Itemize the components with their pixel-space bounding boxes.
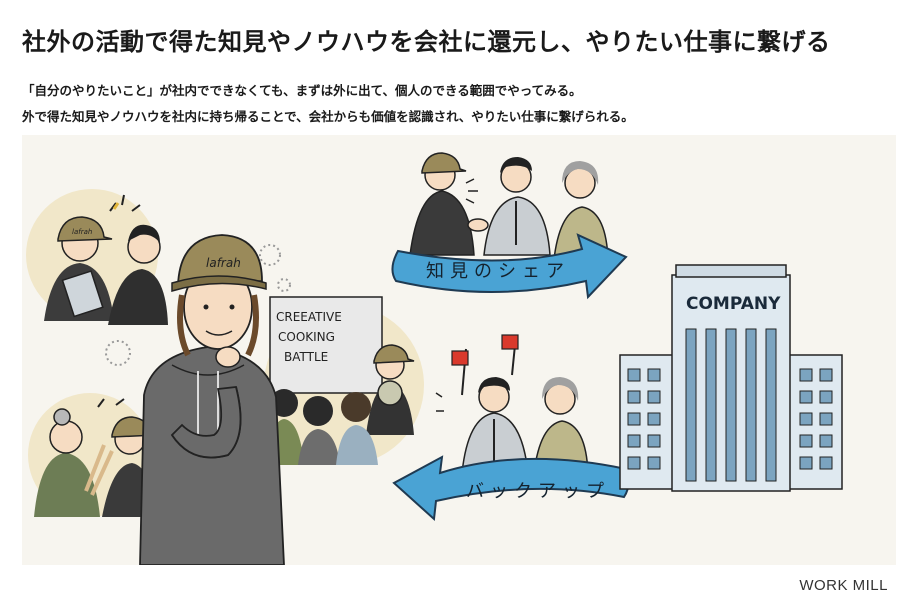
drumsticks [84,444,114,496]
whiteboard-line-2: COOKING [278,330,335,344]
activity-circle-dance [28,393,157,517]
arrow-top-label: 知見のシェア [426,261,570,282]
whiteboard-line-3: BATTLE [284,350,328,364]
flag-right [501,334,519,350]
sharing-group [409,152,609,260]
activity-circle-workshop: CREEATIVE COOKING BATTLE [264,296,424,465]
exclamation-lines [109,194,141,212]
arrow-knowledge-share: 知見のシェア [391,233,628,300]
arrow-bottom-label: バックアップ [466,481,610,502]
credit-logo: WORK MILL [799,577,888,594]
description-line-2: 外で得た知見やノウハウを社内に持ち帰ることで、会社からも価値を認識され、やりたい… [22,109,634,124]
illustration-panel: lafrah CREEATIVE [22,135,896,565]
cap-logo-small: lafrah [72,228,92,236]
cap-logo: lafrah [206,256,241,270]
tablet [61,270,104,318]
description-line-1: 「自分のやりたいこと」が社内でできなくても、まずは外に出て、個人のできる範囲でや… [22,83,582,98]
page-title: 社外の活動で得た知見やノウハウを会社に還元し、やりたい仕事に繋げる [22,28,831,56]
company-building: COMPANY [619,264,843,492]
flag-left [451,350,469,366]
backup-group [435,334,589,474]
main-character: lafrah [139,234,285,565]
arrow-backup: バックアップ [392,455,630,522]
whiteboard-line-1: CREEATIVE [276,310,342,324]
description: 「自分のやりたいこと」が社内でできなくても、まずは外に出て、個人のできる範囲でや… [22,78,634,130]
building-label: COMPANY [686,294,781,314]
activity-circle-team: lafrah [26,189,168,325]
illustration: lafrah CREEATIVE [26,152,843,565]
whiteboard [269,296,383,394]
